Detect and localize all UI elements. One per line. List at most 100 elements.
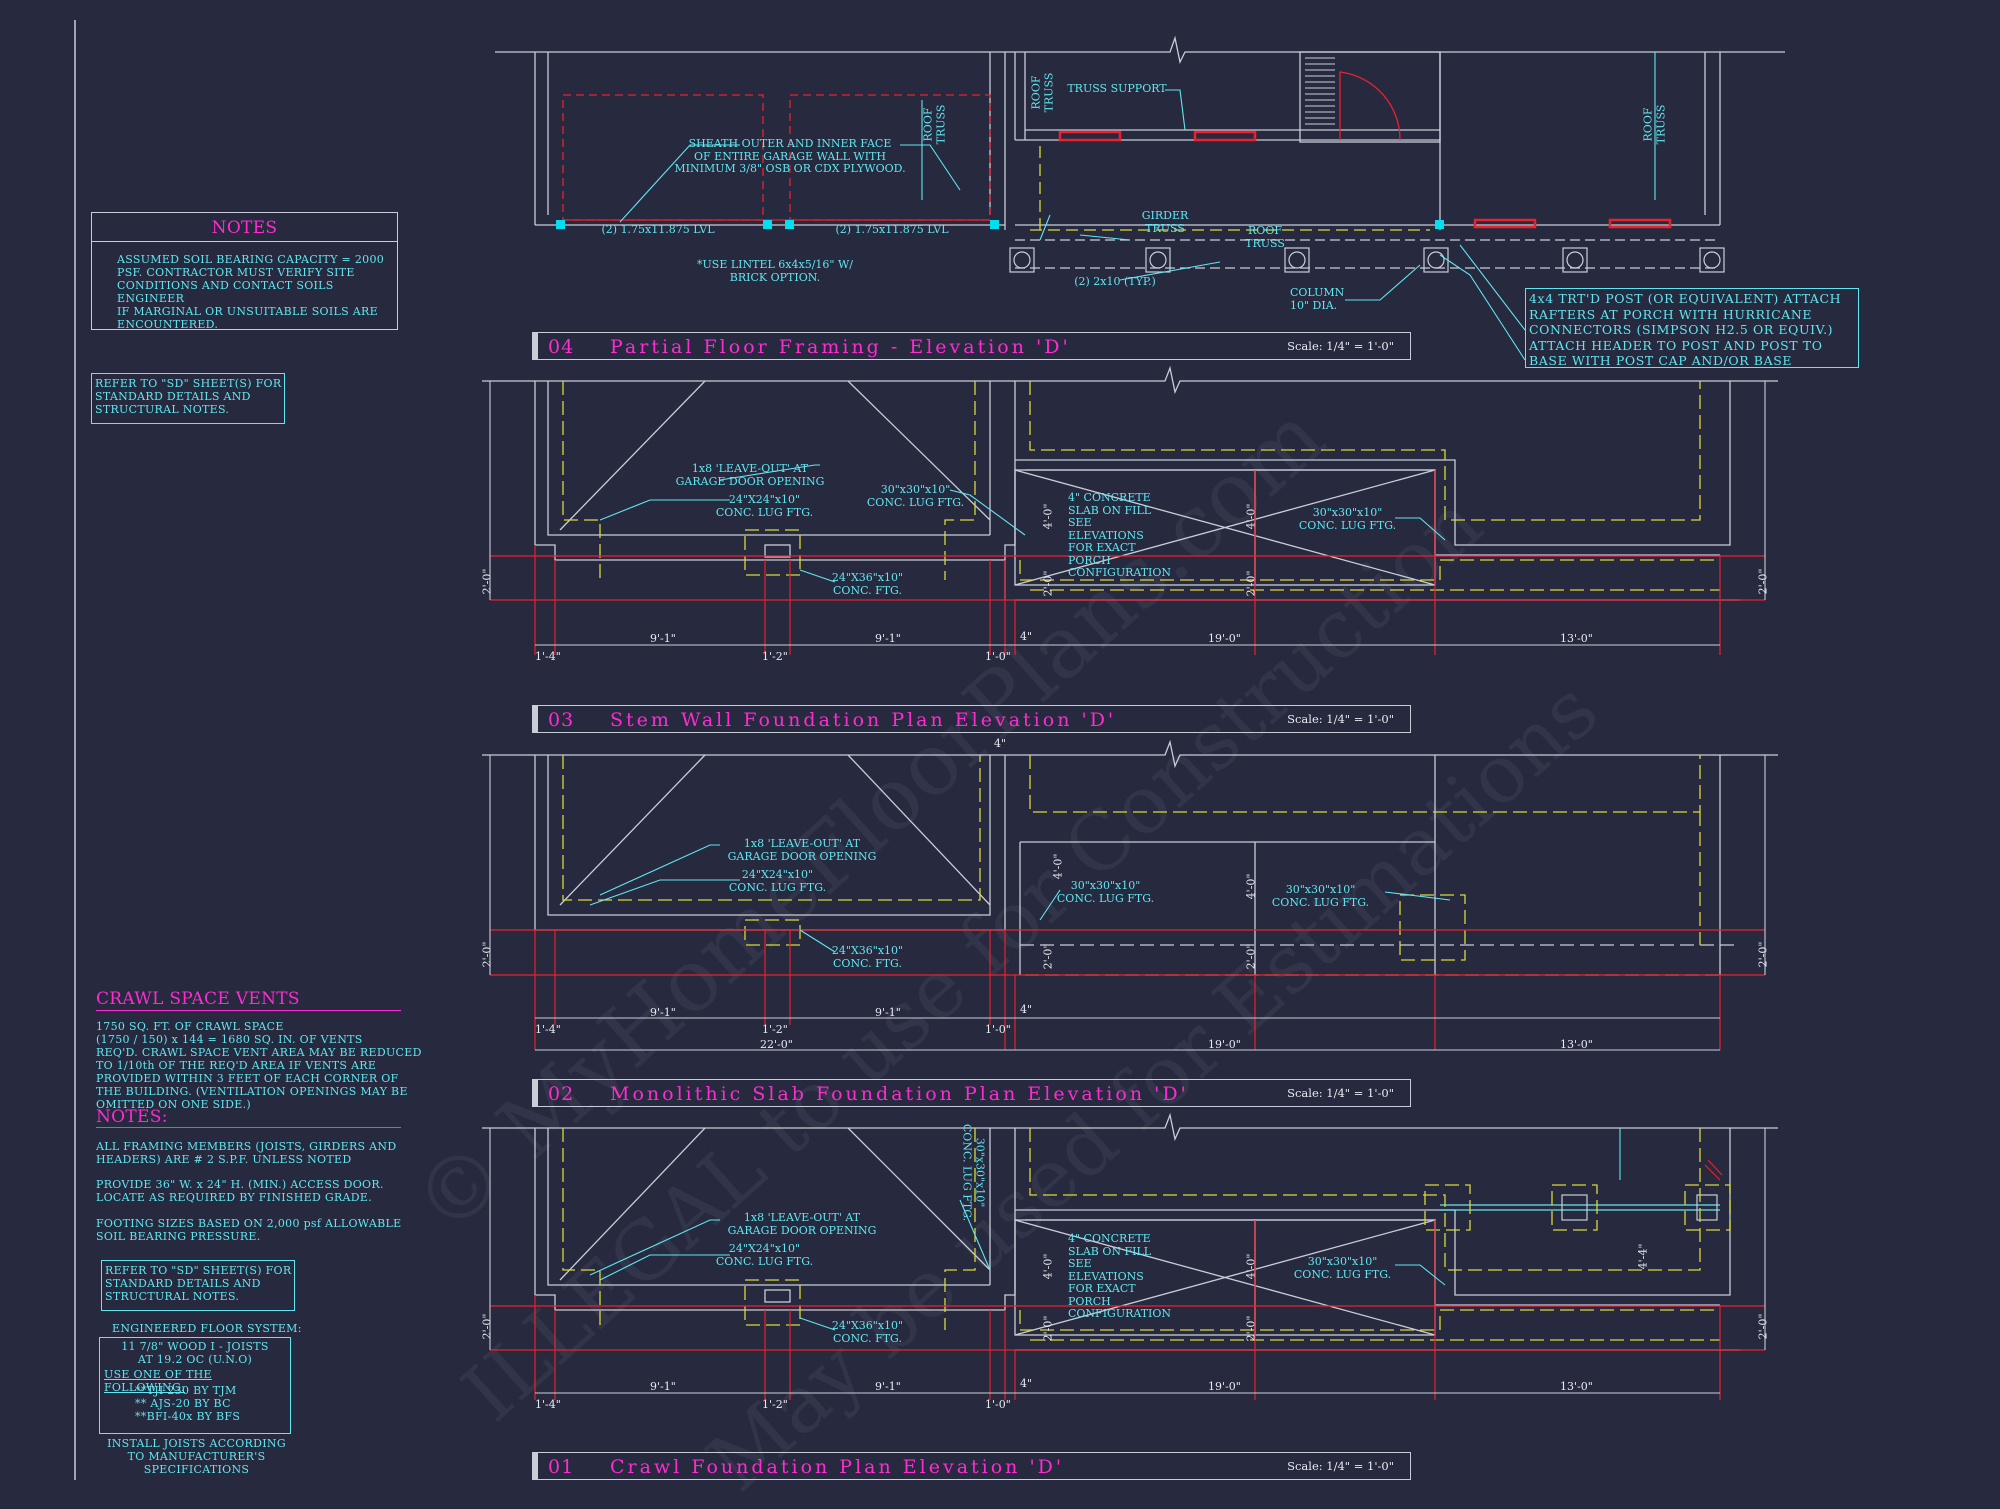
notes-body: ASSUMED SOIL BEARING CAPACITY = 2000 PSF… <box>117 253 385 331</box>
plan-02-slab <box>482 739 1778 975</box>
dim-01-2-0-b: 2'-0" <box>1244 1315 1258 1342</box>
title-bar-04: 04 Partial Floor Framing - Elevation 'D'… <box>532 332 1411 360</box>
floor-system-box: 11 7/8" WOOD I - JOISTS AT 19.2 OC (U.N.… <box>99 1337 291 1434</box>
dim-01-19-0: 19'-0" <box>1208 1380 1241 1393</box>
ftg-24x24-label-03: 24"X24"x10" CONC. LUG FTG. <box>715 493 814 519</box>
slab-label-01: 4" CONCRETE SLAB ON FILL SEE ELEVATIONS … <box>1068 1232 1172 1320</box>
ftg-24x36-label-01: 24"X36"x10" CONC. FTG. <box>831 1319 904 1345</box>
dim-02-2-0-right: 2'-0" <box>1756 941 1770 968</box>
roof-truss-label-4: ROOF TRUSS <box>1245 224 1285 250</box>
dim-02-4in: 4" <box>1020 1003 1033 1016</box>
title-04-number: 04 <box>548 336 575 358</box>
dim-02-2-0-left: 2'-0" <box>480 941 494 968</box>
title-bar-02: 02 Monolithic Slab Foundation Plan Eleva… <box>532 1079 1411 1107</box>
dim-03-9-1a: 9'-1" <box>650 632 676 645</box>
dim-03-2-0-right: 2'-0" <box>1756 568 1770 595</box>
notes2-item-1: ALL FRAMING MEMBERS (JOISTS, GIRDERS AND… <box>96 1140 397 1166</box>
lvl-right: (2) 1.75x11.875 LVL <box>835 223 949 236</box>
notes2-item-3: FOOTING SIZES BASED ON 2,000 psf ALLOWAB… <box>96 1217 402 1243</box>
ftg-30x30-label-03a: 30"x30"x10" CONC. LUG FTG. <box>866 483 965 509</box>
title-01-name: Crawl Foundation Plan Elevation 'D' <box>610 1456 1065 1478</box>
dim-01-13-0: 13'-0" <box>1560 1380 1593 1393</box>
ftg-30x30-label-01: 30"x30"x10" CONC. LUG FTG. <box>1293 1255 1392 1281</box>
install-note: INSTALL JOISTS ACCORDING TO MANUFACTURER… <box>107 1437 286 1476</box>
leave-out-label-02: 1x8 'LEAVE-OUT' AT GARAGE DOOR OPENING <box>727 837 877 863</box>
dim-03-2-0-left: 2'-0" <box>480 568 494 595</box>
refer-note-top: REFER TO "SD" SHEET(S) FOR STANDARD DETA… <box>91 373 285 424</box>
sheath-note: SHEATH OUTER AND INNER FACE OF ENTIRE GA… <box>674 137 906 175</box>
dim-02-2-0-a: 2'-0" <box>1041 943 1055 970</box>
title-02-number: 02 <box>548 1083 575 1105</box>
lvl-left: (2) 1.75x11.875 LVL <box>601 223 715 236</box>
notes-title: NOTES <box>211 218 278 238</box>
dim-02-4-0-a: 4'-0" <box>1051 853 1065 880</box>
truss-support-label: TRUSS SUPPORT <box>1067 82 1167 95</box>
roof-truss-label-1: ROOF TRUSS <box>921 104 948 145</box>
dim-02-2-0-b: 2'-0" <box>1244 943 1258 970</box>
girder-truss-label: GIRDER TRUSS <box>1141 209 1189 235</box>
roof-truss-label-2: ROOF TRUSS <box>1029 72 1056 113</box>
ftg-24x24-label-02: 24"X24"x10" CONC. LUG FTG. <box>728 868 827 894</box>
dim-03-4in: 4" <box>1020 630 1033 643</box>
refer-note-bottom-text: REFER TO "SD" SHEET(S) FOR STANDARD DETA… <box>105 1264 292 1303</box>
ftg-24x36-label-03: 24"X36"x10" CONC. FTG. <box>831 571 904 597</box>
two-by-ten-label: (2) 2x10 (TYP.) <box>1074 275 1156 288</box>
dim-01-1-2: 1'-2" <box>762 1398 788 1411</box>
dim-02-4in-top: 4" <box>994 737 1007 750</box>
dim-02-13-0: 13'-0" <box>1560 1038 1593 1051</box>
leave-out-label-01: 1x8 'LEAVE-OUT' AT GARAGE DOOR OPENING <box>727 1211 877 1237</box>
dim-03-9-1b: 9'-1" <box>875 632 901 645</box>
dim-03-4-0-a: 4'-0" <box>1041 503 1055 530</box>
dim-01-2-0-left: 2'-0" <box>480 1313 494 1340</box>
dim-01-9-1a: 9'-1" <box>650 1380 676 1393</box>
title-03-number: 03 <box>548 709 575 731</box>
dim-03-2-0-b: 2'-0" <box>1244 570 1258 597</box>
notes2-underline <box>96 1127 401 1128</box>
dim-02-19-0: 19'-0" <box>1208 1038 1241 1051</box>
dim-03-13-0: 13'-0" <box>1560 632 1593 645</box>
dim-03-19-0: 19'-0" <box>1208 632 1241 645</box>
dim-02-1-0: 1'-0" <box>985 1023 1011 1036</box>
notes2-title: NOTES: <box>96 1107 168 1127</box>
ftg-30x30-label-03b: 30"x30"x10" CONC. LUG FTG. <box>1298 506 1397 532</box>
stair-hatch <box>1305 57 1335 125</box>
refer-note-bottom: REFER TO "SD" SHEET(S) FOR STANDARD DETA… <box>101 1260 295 1311</box>
column-label: COLUMN 10" DIA. <box>1290 286 1345 312</box>
ftg-30x30-label-02b: 30"x30"x10" CONC. LUG FTG. <box>1271 883 1370 909</box>
floor-system-line-3: **TJI 230 BY TJM ** AJS-20 BY BC **BFI-4… <box>135 1384 241 1423</box>
post-note-box: 4x4 TRT'D POST (OR EQUIVALENT) ATTACH RA… <box>1525 288 1859 368</box>
slab-label-03: 4" CONCRETE SLAB ON FILL SEE ELEVATIONS … <box>1068 491 1172 579</box>
porch-columns <box>1009 247 1725 273</box>
post-note-text: 4x4 TRT'D POST (OR EQUIVALENT) ATTACH RA… <box>1529 291 1842 368</box>
title-04-scale: Scale: 1/4" = 1'-0" <box>1287 339 1394 353</box>
ftg-vertical-label-01: 30"x30"x10" CONC. LUG FTG. <box>961 1123 987 1222</box>
dim-03-1-4: 1'-4" <box>535 650 561 663</box>
dim-01-4-0-b: 4'-0" <box>1244 1253 1258 1280</box>
floor-system-title: ENGINEERED FLOOR SYSTEM: <box>112 1322 302 1335</box>
crawl-space-title: CRAWL SPACE VENTS <box>96 989 300 1009</box>
title-bar-03: 03 Stem Wall Foundation Plan Elevation '… <box>532 705 1411 733</box>
dim-01-4in: 4" <box>1020 1377 1033 1390</box>
dim-01-2-0-right: 2'-0" <box>1756 1313 1770 1340</box>
floor-system-line-1: 11 7/8" WOOD I - JOISTS AT 19.2 OC (U.N.… <box>121 1340 269 1366</box>
dim-03-4-0-b: 4'-0" <box>1244 503 1258 530</box>
title-01-number: 01 <box>548 1456 575 1478</box>
dim-01-1-0: 1'-0" <box>985 1398 1011 1411</box>
dim-01-4-4: 4'-4" <box>1636 1243 1650 1270</box>
leave-out-label-03: 1x8 'LEAVE-OUT' AT GARAGE DOOR OPENING <box>675 462 825 488</box>
dim-01-9-1b: 9'-1" <box>875 1380 901 1393</box>
dim-02-1-4: 1'-4" <box>535 1023 561 1036</box>
dim-02-22-0: 22'-0" <box>760 1038 793 1051</box>
dim-01-1-4: 1'-4" <box>535 1398 561 1411</box>
refer-note-top-text: REFER TO "SD" SHEET(S) FOR STANDARD DETA… <box>95 377 282 416</box>
dim-03-1-2: 1'-2" <box>762 650 788 663</box>
ftg-24x36-label-02: 24"X36"x10" CONC. FTG. <box>831 944 904 970</box>
dim-02-9-1b: 9'-1" <box>875 1006 901 1019</box>
dim-01-2-0-a: 2'-0" <box>1041 1315 1055 1342</box>
floor-system-line-2: USE ONE OF THE FOLLOWING: <box>104 1368 212 1394</box>
title-bar-01: 01 Crawl Foundation Plan Elevation 'D' S… <box>532 1452 1411 1480</box>
dim-02-4-0-b: 4'-0" <box>1244 873 1258 900</box>
dim-02-9-1a: 9'-1" <box>650 1006 676 1019</box>
